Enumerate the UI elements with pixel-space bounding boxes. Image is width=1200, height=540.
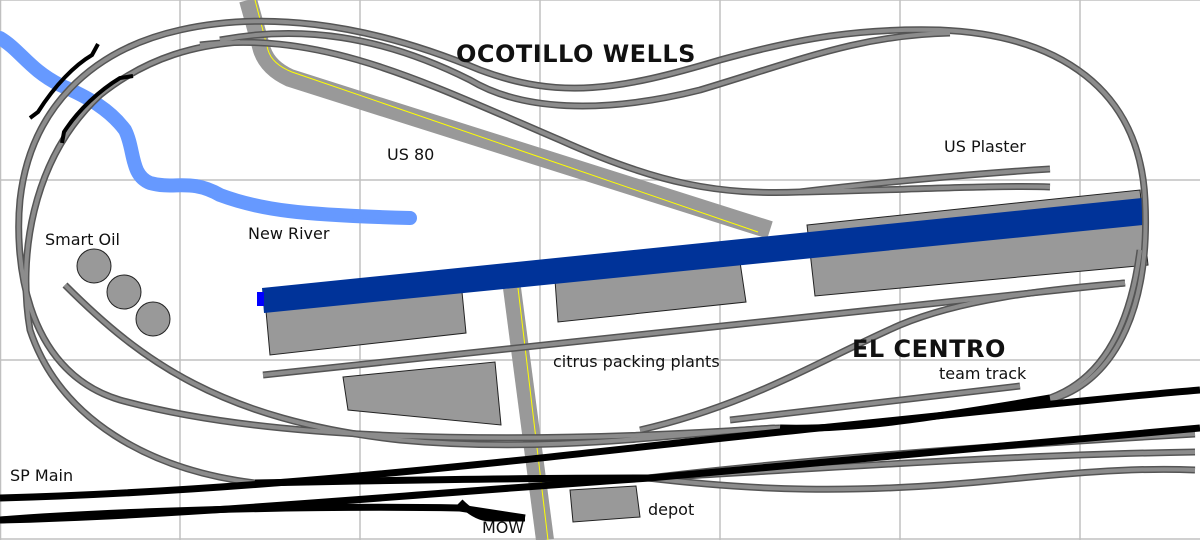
town-label-el-centro: EL CENTRO: [852, 335, 1006, 363]
town-label-ocotillo-wells: OCOTILLO WELLS: [456, 40, 696, 68]
bridge: [28, 43, 134, 144]
sp-main-tracks: [0, 386, 1200, 524]
us80-highway: [239, 0, 773, 239]
label-new-river: New River: [248, 224, 330, 243]
label-us-plaster: US Plaster: [944, 137, 1026, 156]
depot-building: [569, 485, 641, 523]
label-smart-oil: Smart Oil: [45, 230, 120, 249]
label-sp-main: SP Main: [10, 466, 74, 485]
backdrop-end-marker: [257, 292, 264, 306]
label-depot: depot: [648, 500, 695, 519]
label-citrus-packing-plants: citrus packing plants: [553, 352, 720, 371]
crossing-highway: [503, 286, 554, 540]
oil-tank-2: [106, 274, 142, 310]
citrus-plant-3: [342, 361, 502, 426]
label-us80: US 80: [387, 145, 435, 164]
label-team-track: team track: [939, 364, 1027, 383]
label-mow: MOW: [482, 518, 525, 537]
oil-tank-3: [135, 301, 171, 337]
new-river: [0, 31, 417, 225]
oil-tank-1: [76, 248, 112, 284]
backdrop-strip: [262, 198, 1143, 313]
